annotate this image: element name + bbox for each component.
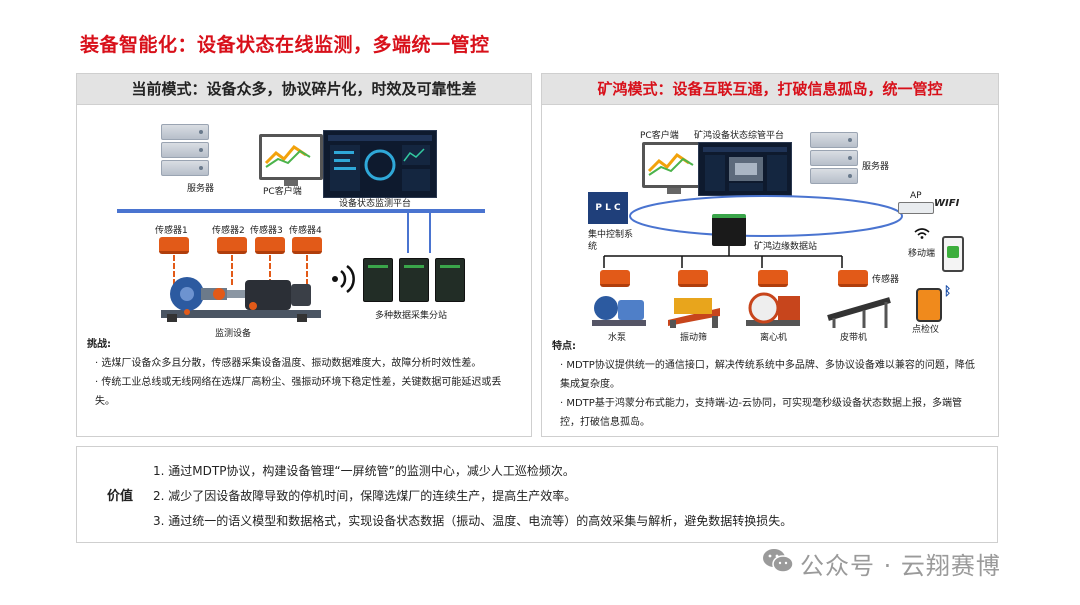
wechat-icon xyxy=(762,548,794,578)
sensor-label: 传感器 xyxy=(872,272,899,285)
value-label: 价值 xyxy=(107,485,133,504)
sensor-icon xyxy=(255,237,285,254)
value-item: 1. 通过MDTP协议，构建设备管理“一屏统管”的监测中心，减少人工巡检频次。 xyxy=(153,459,792,484)
bus-drop-line xyxy=(429,213,431,253)
watermark-text: 公众号 · 云翔赛博 xyxy=(800,546,1001,581)
inspector-label: 点检仪 xyxy=(912,322,939,335)
sensor-icon xyxy=(159,237,189,254)
sensor-icon xyxy=(292,237,322,254)
bluetooth-icon: ᛒ xyxy=(944,284,951,298)
value-item: 3. 通过统一的语义模型和数据格式，实现设备状态数据（振动、温度、电流等）的高效… xyxy=(153,509,792,534)
left-panel-header: 当前模式：设备众多，协议碎片化，时效及可靠性差 xyxy=(77,74,531,105)
challenge-title: 挑战: xyxy=(87,335,515,354)
feature-section: 特点: · MDTP协议提供统一的通信接口，解决传统系统中多品牌、多协议设备难以… xyxy=(552,337,982,432)
sensor-icon xyxy=(678,270,708,287)
server-label: 服务器 xyxy=(187,181,214,194)
data-station-icon xyxy=(435,258,465,302)
data-station-icon xyxy=(363,258,393,302)
wireless-signal-icon xyxy=(331,264,359,298)
value-list: 1. 通过MDTP协议，构建设备管理“一屏统管”的监测中心，减少人工巡检频次。 … xyxy=(153,459,792,534)
belt-conveyor-image xyxy=(824,292,894,332)
sensor-label: 传感器2 xyxy=(212,223,245,236)
sensor-label: 传感器1 xyxy=(155,223,188,236)
page-title: 装备智能化：设备状态在线监测，多端统一管控 xyxy=(80,30,490,57)
sensor-label: 传感器3 xyxy=(250,223,283,236)
water-pump-image xyxy=(590,290,648,332)
server-icon xyxy=(161,124,207,178)
challenge-section: 挑战: · 选煤厂设备众多且分散，传感器采集设备温度、振动数据难度大，故障分析时… xyxy=(87,335,515,411)
sensor-label: 传感器4 xyxy=(289,223,322,236)
sensor-icon xyxy=(758,270,788,287)
challenge-item: · 传统工业总线或无线网络在选煤厂高粉尘、强振动环境下稳定性差，关键数据可能延迟… xyxy=(87,373,515,411)
sensor-icon xyxy=(838,270,868,287)
value-box: 价值 1. 通过MDTP协议，构建设备管理“一屏统管”的监测中心，减少人工巡检频… xyxy=(76,446,998,543)
sensor-icon xyxy=(217,237,247,254)
feature-item: · MDTP协议提供统一的通信接口，解决传统系统中多品牌、多协议设备难以兼容的问… xyxy=(552,356,982,394)
feature-title: 特点: xyxy=(552,337,982,356)
monitoring-dashboard-image xyxy=(323,130,437,198)
platform-label: 设备状态监测平台 xyxy=(339,196,411,209)
pc-monitor-icon xyxy=(259,134,323,186)
data-station-icon xyxy=(399,258,429,302)
feature-item: · MDTP基于鸿蒙分布式能力，支持端-边-云协同，可实现毫秒级设备状态数据上报… xyxy=(552,394,982,432)
bus-drop-line xyxy=(407,213,409,253)
data-stations-label: 多种数据采集分站 xyxy=(375,308,447,321)
sensor-icon xyxy=(600,270,630,287)
challenge-item: · 选煤厂设备众多且分散，传感器采集设备温度、振动数据难度大，故障分析时效性差。 xyxy=(87,354,515,373)
centrifuge-image xyxy=(742,288,804,332)
vibrating-screen-image xyxy=(664,290,724,332)
right-panel: 矿鸿模式：设备互联互通，打破信息孤岛，统一管控 PC客户端 矿鸿设备状态综管平台… xyxy=(541,73,999,437)
pc-client-label: PC客户端 xyxy=(263,184,302,197)
value-item: 2. 减少了因设备故障导致的停机时间，保障选煤厂的连续生产，提高生产效率。 xyxy=(153,484,792,509)
left-panel: 当前模式：设备众多，协议碎片化，时效及可靠性差 服务器 PC客户端 设备状态监 xyxy=(76,73,532,437)
monitored-equipment-image xyxy=(157,270,325,326)
inspector-device-icon xyxy=(916,288,942,322)
